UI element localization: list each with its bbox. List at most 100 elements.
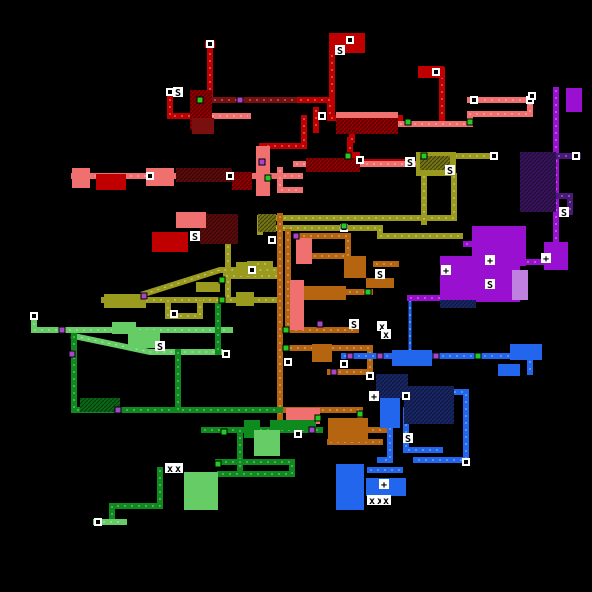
door-marker xyxy=(59,327,65,333)
map-room xyxy=(512,270,528,300)
map-room xyxy=(256,146,270,196)
door-marker xyxy=(345,153,351,159)
door-marker xyxy=(357,411,363,417)
item-marker-core xyxy=(148,174,152,178)
item-marker-core xyxy=(348,38,352,42)
save-station-label: S xyxy=(192,232,198,243)
save-station-label: S xyxy=(487,280,493,291)
map-room xyxy=(312,344,332,362)
item-marker-core xyxy=(404,394,408,398)
door-marker xyxy=(69,351,75,357)
door-marker xyxy=(433,353,439,359)
door-marker xyxy=(215,461,221,467)
map-room xyxy=(380,398,400,428)
map-room xyxy=(176,212,206,228)
door-marker xyxy=(197,97,203,103)
item-marker-core xyxy=(286,360,290,364)
door-marker xyxy=(331,369,337,375)
door-marker xyxy=(265,175,271,181)
map-room xyxy=(72,168,90,188)
map-room xyxy=(300,286,346,300)
map-room xyxy=(392,350,432,366)
map-room xyxy=(336,112,398,118)
map-room xyxy=(184,472,218,510)
door-marker xyxy=(377,353,383,359)
map-room xyxy=(192,118,214,134)
door-marker xyxy=(365,289,371,295)
save-station-label: S xyxy=(561,208,567,219)
door-marker xyxy=(283,327,289,333)
map-room-shading xyxy=(306,158,360,172)
item-marker-core xyxy=(250,268,254,272)
map-room-shading xyxy=(258,214,276,232)
door-marker xyxy=(115,407,121,413)
map-room xyxy=(152,232,188,252)
item-marker-core xyxy=(434,70,438,74)
map-room xyxy=(498,364,520,376)
map-room xyxy=(296,238,312,264)
map-room xyxy=(440,256,520,302)
door-marker xyxy=(221,429,227,435)
map-station-label: + xyxy=(443,266,449,277)
map-station-label: + xyxy=(371,392,377,403)
map-station-label: + xyxy=(381,480,387,491)
door-marker xyxy=(347,353,353,359)
item-marker-core xyxy=(270,238,274,242)
item-marker-core xyxy=(358,158,362,162)
item-marker-core xyxy=(342,362,346,366)
save-station-label: S xyxy=(157,342,163,353)
item-marker-core xyxy=(492,154,496,158)
save-station-label: S xyxy=(351,320,357,331)
map-room xyxy=(344,256,366,278)
map-room xyxy=(236,292,254,306)
door-marker xyxy=(283,345,289,351)
map-room-shading xyxy=(440,300,476,308)
item-marker-core xyxy=(96,520,100,524)
map-room-shading xyxy=(176,168,232,182)
item-marker-core xyxy=(530,94,534,98)
door-marker xyxy=(237,97,243,103)
item-marker-core xyxy=(296,432,300,436)
item-marker-core xyxy=(320,114,324,118)
door-marker xyxy=(141,293,147,299)
door-marker xyxy=(219,277,225,283)
map-room-shading xyxy=(404,386,454,424)
map-room-shading xyxy=(80,398,120,412)
map-room xyxy=(104,294,146,308)
boss-label: x xyxy=(175,464,181,475)
item-marker-core xyxy=(574,154,578,158)
map-room xyxy=(510,344,542,360)
door-marker xyxy=(317,321,323,327)
boss-label: x xyxy=(369,496,375,507)
map-station-label: + xyxy=(543,254,549,265)
save-station-label: S xyxy=(447,166,453,177)
map-room xyxy=(336,464,364,510)
save-station-label: S xyxy=(405,434,411,445)
door-marker xyxy=(219,297,225,303)
item-marker-core xyxy=(368,374,372,378)
item-marker-core xyxy=(464,460,468,464)
boss-label: x xyxy=(383,496,389,507)
save-station-label: S xyxy=(407,158,413,169)
door-marker xyxy=(405,119,411,125)
map-room xyxy=(418,66,444,78)
save-station-label: S xyxy=(337,46,343,57)
door-marker xyxy=(341,223,347,229)
map-room-shading xyxy=(232,172,252,190)
item-marker-core xyxy=(228,174,232,178)
map-room xyxy=(254,430,280,456)
door-marker xyxy=(421,153,427,159)
item-marker-core xyxy=(224,352,228,356)
door-marker xyxy=(467,119,473,125)
item-marker-core xyxy=(32,314,36,318)
item-marker-core xyxy=(172,312,176,316)
door-marker xyxy=(475,353,481,359)
map-room-shading xyxy=(520,152,556,212)
item-marker-core xyxy=(472,98,476,102)
map-room xyxy=(96,174,126,190)
door-marker xyxy=(309,427,315,433)
map-room xyxy=(328,418,368,442)
map-room xyxy=(566,88,582,112)
save-station-label: S xyxy=(377,270,383,281)
